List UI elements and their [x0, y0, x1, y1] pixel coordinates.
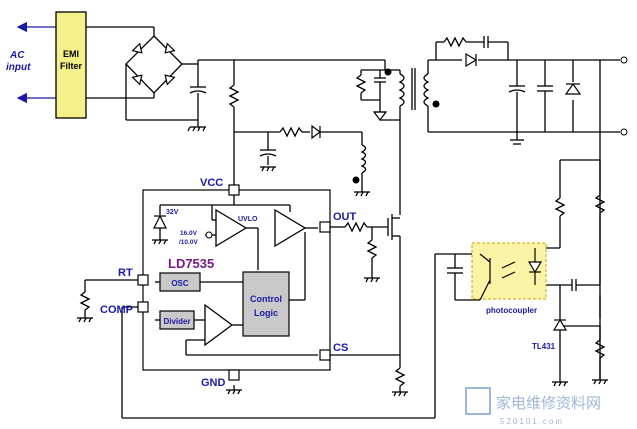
- uvlo-threshold-label-2: /10.0V: [179, 239, 198, 246]
- photocoupler-block: [471, 242, 547, 300]
- uvlo-label: UVLO: [238, 216, 258, 223]
- output-terminals: [205, 56, 628, 239]
- uvlo-threshold-label-1: 16.0V: [180, 230, 198, 237]
- tl431-label: TL431: [532, 342, 556, 351]
- out-pin-label: OUT: [333, 211, 357, 223]
- rt-pin-label: RT: [118, 267, 133, 279]
- ac-input-label-1: AC: [9, 50, 25, 61]
- emi-label-2: Filter: [60, 61, 83, 71]
- control-logic-block: [242, 271, 290, 337]
- chip-name-label: LD7535: [168, 256, 214, 271]
- photocoupler-internals: [479, 248, 543, 301]
- gnd-pin-label: GND: [201, 377, 226, 389]
- control-logic-label-1: Control: [250, 294, 282, 304]
- comp-pin-label: COMP: [100, 304, 133, 316]
- emi-label-1: EMI: [63, 49, 79, 59]
- wires: [16, 21, 620, 419]
- ground-symbols: [77, 120, 608, 397]
- control-logic-label-2: Logic: [254, 308, 278, 318]
- watermark-num-text: 520101.com: [500, 417, 564, 426]
- vcc-pin-label: VCC: [200, 177, 223, 189]
- chip-pins: [137, 184, 331, 381]
- ac-input-label-2: input: [6, 62, 31, 73]
- osc-label: OSC: [171, 279, 189, 288]
- zener-32v-label: 32V: [166, 209, 179, 216]
- divider-block: [159, 310, 195, 330]
- diodes: [131, 42, 582, 331]
- cs-pin-label: CS: [333, 342, 348, 354]
- text-labels: AC input EMI Filter VCC OUT RT COMP CS G…: [6, 49, 556, 389]
- watermark-logo-icon: [465, 387, 491, 415]
- emi-filter-block: [55, 11, 87, 119]
- photocoupler-label: photocoupler: [486, 306, 537, 315]
- watermark-cn-text: 家电维修资料网: [496, 395, 601, 412]
- osc-block: [159, 272, 201, 292]
- divider-label: Divider: [163, 317, 190, 326]
- watermark: 家电维修资料网 520101.com: [465, 387, 601, 426]
- winding-dots: [352, 68, 440, 184]
